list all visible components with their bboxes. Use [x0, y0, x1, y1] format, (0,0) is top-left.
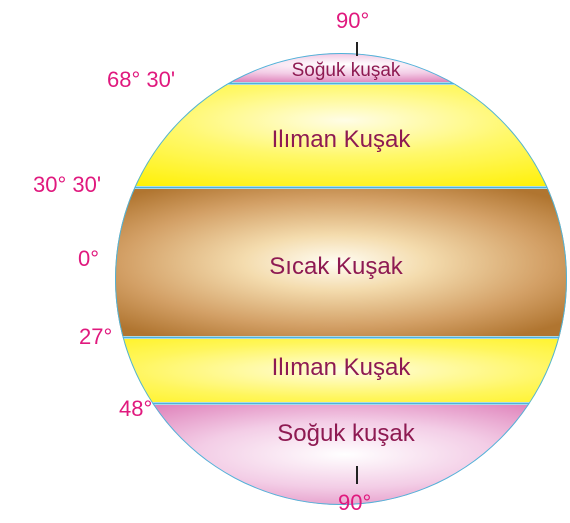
latitude-label-30-30: 30° 30'	[33, 172, 101, 197]
latitude-label-68-30: 68° 30'	[107, 67, 175, 92]
zone-label-north-temperate: Ilıman Kuşak	[272, 126, 412, 153]
south-pole-label: 90°	[338, 490, 371, 515]
zone-label-hot: Sıcak Kuşak	[269, 253, 403, 280]
zone-label-south-temperate: Ilıman Kuşak	[272, 354, 412, 381]
south-temperate-zone-band	[115, 339, 567, 402]
north-pole-label: 90°	[336, 8, 369, 33]
hot-zone-band	[115, 189, 567, 336]
latitude-label-27: 27°	[79, 324, 112, 349]
zone-label-south-cold: Soğuk kuşak	[277, 420, 415, 447]
latitude-label-48: 48°	[119, 396, 152, 421]
zone-label-north-cold: Soğuk kuşak	[292, 60, 401, 81]
latitude-label-0: 0°	[78, 246, 99, 271]
globe	[115, 53, 567, 505]
